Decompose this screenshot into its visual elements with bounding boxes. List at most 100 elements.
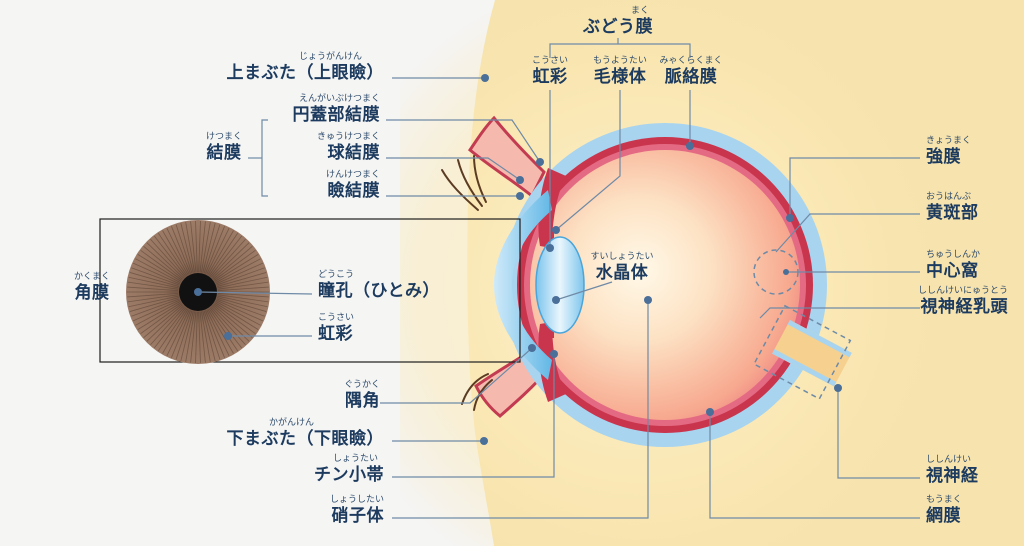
iris-ray	[190, 311, 197, 363]
iris-ray	[153, 307, 187, 349]
iris-ray	[217, 292, 269, 298]
iris-ray	[202, 311, 216, 361]
iris-ray	[137, 254, 182, 282]
label-bulbar-fornix: えんがいぶけつまく 円蓋部結膜	[292, 94, 381, 125]
iris-ray	[175, 224, 193, 274]
label-palpebral-conjunctiva: けんけつまく 瞼結膜	[325, 170, 380, 201]
iris-ray	[207, 230, 234, 275]
label-fovea: ちゅうしんか 中心窩	[926, 250, 981, 281]
label-optic-nerve: ししんけい 視神経	[926, 455, 979, 486]
iris-ray	[195, 311, 198, 363]
iris-ray	[162, 309, 189, 354]
label-bulbar-conjunctiva: きゅうけつまく 球結膜	[316, 132, 380, 163]
iris-ray	[216, 262, 264, 285]
iris-ray	[213, 304, 253, 338]
iris-ray	[209, 307, 243, 349]
iris-ray	[129, 297, 179, 312]
label-ciliary-body: もうようたい 毛様体	[593, 56, 647, 87]
iris-ray	[206, 228, 230, 275]
iris-ray	[135, 301, 181, 326]
iris-ray	[203, 310, 221, 360]
label-iris-front: こうさい 虹彩	[318, 313, 355, 344]
iris-ray	[166, 228, 190, 275]
iris-ray	[198, 311, 201, 363]
label-optic-disc: ししんけいにゅうとう 視神経乳頭	[917, 286, 1008, 317]
iris-ray	[217, 281, 269, 290]
iris-ray	[202, 223, 216, 273]
iris-ray	[213, 249, 256, 281]
iris-ray	[211, 306, 246, 346]
iris-ray	[153, 235, 187, 277]
cornea-frontview-box	[99, 218, 521, 363]
label-angle: ぐうかく 隅角	[344, 380, 380, 411]
iris-ray	[203, 224, 221, 274]
iris-ray	[146, 305, 184, 342]
iris-ray	[150, 238, 185, 278]
iris-ray	[143, 246, 183, 280]
iris-ray	[208, 308, 239, 352]
iris-ray	[150, 306, 185, 346]
label-uvea: まく ぶどう膜	[583, 6, 653, 37]
iris-ray	[217, 294, 269, 303]
label-zonule: しょうたい チン小帯	[314, 454, 384, 485]
iris-ray	[140, 303, 183, 335]
iris-ray	[190, 221, 197, 273]
iris-ray	[198, 221, 201, 273]
iris-ray	[140, 249, 183, 281]
leader-lines	[197, 38, 920, 519]
iris-ray	[213, 303, 256, 335]
iris-ray	[185, 222, 195, 273]
iris-ray	[209, 235, 243, 277]
iris-ray	[131, 267, 180, 286]
iris-ray	[217, 295, 268, 308]
iris-ray	[157, 232, 188, 276]
optic-disc-dashed	[753, 304, 852, 400]
iris-ray	[157, 308, 188, 352]
iris-ray	[185, 311, 195, 362]
iris-ray	[214, 302, 259, 330]
iris-rays	[127, 221, 269, 363]
optic-nerve-shape	[772, 320, 852, 387]
iris-ray	[180, 311, 194, 361]
label-lens: すいしょうたい 水晶体	[590, 252, 654, 283]
iris-ray	[128, 276, 179, 289]
iris-ray	[127, 286, 179, 292]
iris-ray	[213, 246, 253, 280]
iris-ray	[199, 311, 206, 363]
ciliary-body-lower	[538, 322, 566, 402]
iris-ray	[217, 286, 269, 292]
label-vitreous: しょうしたい 硝子体	[329, 495, 384, 526]
vitreous-body	[530, 150, 800, 420]
iris-ray	[216, 298, 265, 317]
iris-ray	[217, 297, 267, 312]
iris-ray	[217, 272, 267, 287]
label-sclera: きょうまく 強膜	[926, 136, 972, 167]
iris-ray	[195, 221, 198, 273]
iris-ray	[137, 302, 182, 330]
iris-ray	[162, 230, 189, 275]
iris-ray	[180, 223, 194, 273]
iris-ray	[171, 226, 191, 274]
iris-ray	[166, 309, 190, 356]
label-iris: こうさい 虹彩	[531, 56, 568, 87]
label-retina: もうまく 網膜	[926, 495, 962, 526]
iris-ray	[208, 232, 239, 276]
label-choroid: みゃくらくまく 脈絡膜	[659, 56, 723, 87]
eyelashes-upper	[441, 155, 487, 211]
label-macula: おうはんぶ 黄斑部	[926, 192, 979, 223]
upper-eyelid-shape	[467, 115, 546, 199]
iris-ray	[216, 267, 265, 286]
label-upper-eyelid: じょうがんけん 上まぶた（上眼瞼）	[226, 52, 384, 83]
ciliary-body-shape	[538, 168, 566, 248]
iris-ray	[143, 304, 183, 338]
iris-ray	[131, 298, 180, 317]
iris-ray	[132, 262, 180, 285]
iris-ray	[214, 254, 259, 282]
label-conjunctiva: けつまく 結膜	[206, 132, 243, 163]
iris-ray	[146, 242, 184, 279]
iris-ray	[215, 301, 261, 326]
iris-ray	[175, 310, 193, 360]
lens-shape	[535, 236, 585, 334]
